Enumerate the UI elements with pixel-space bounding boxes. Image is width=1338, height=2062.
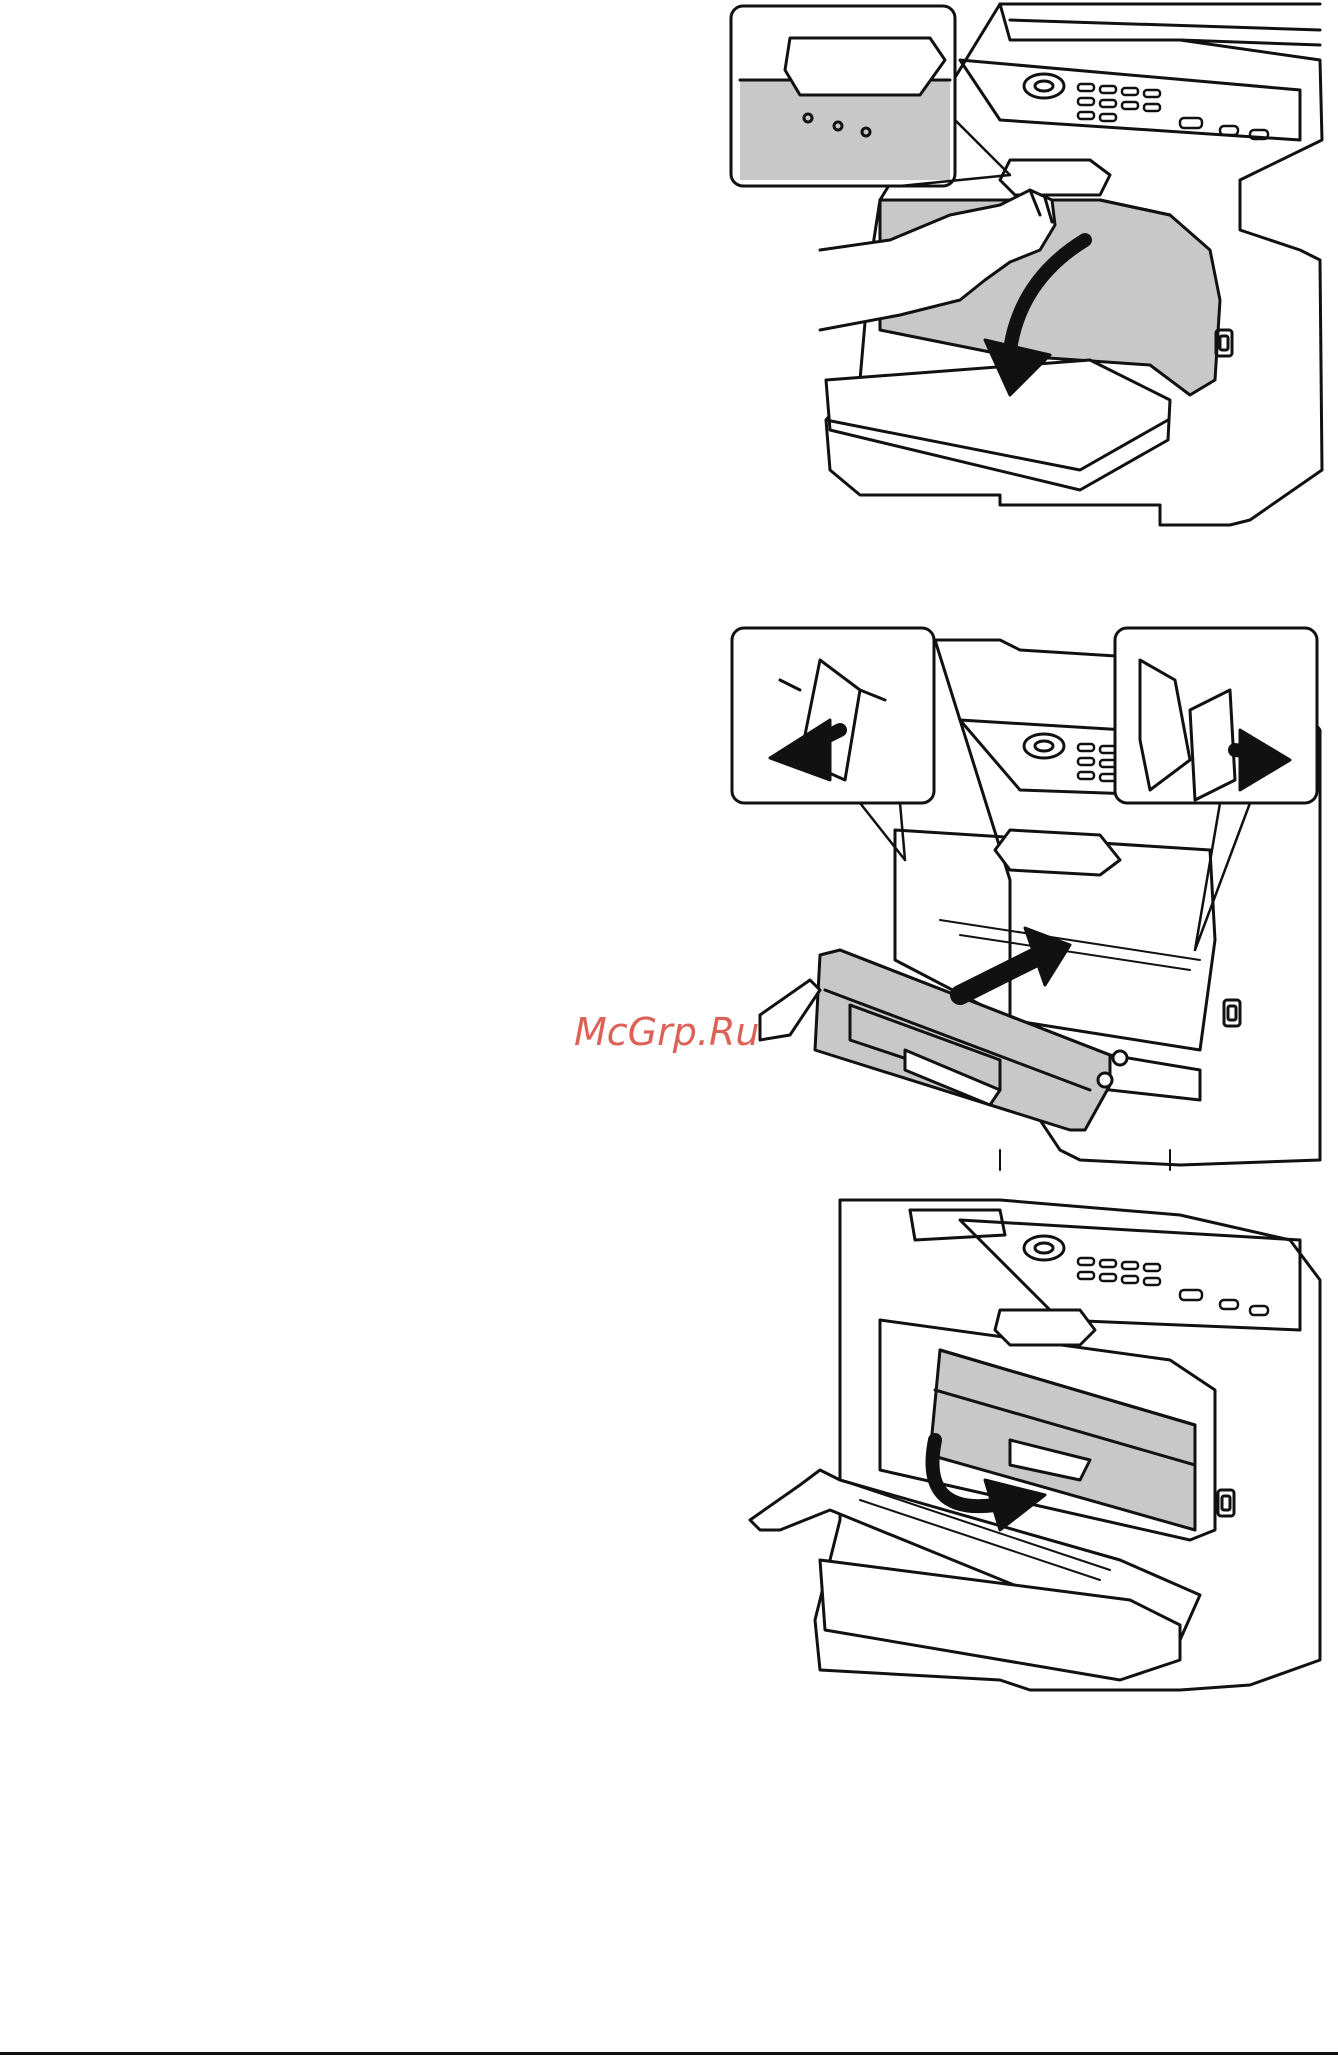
figure-close-front-cover — [750, 1200, 1320, 1690]
figure-open-front-cover — [731, 4, 1322, 525]
watermark-text: McGrp.Ru — [574, 1010, 759, 1054]
page-bottom-rule — [0, 2052, 1338, 2055]
figure-insert-toner-cartridge — [732, 628, 1320, 1165]
